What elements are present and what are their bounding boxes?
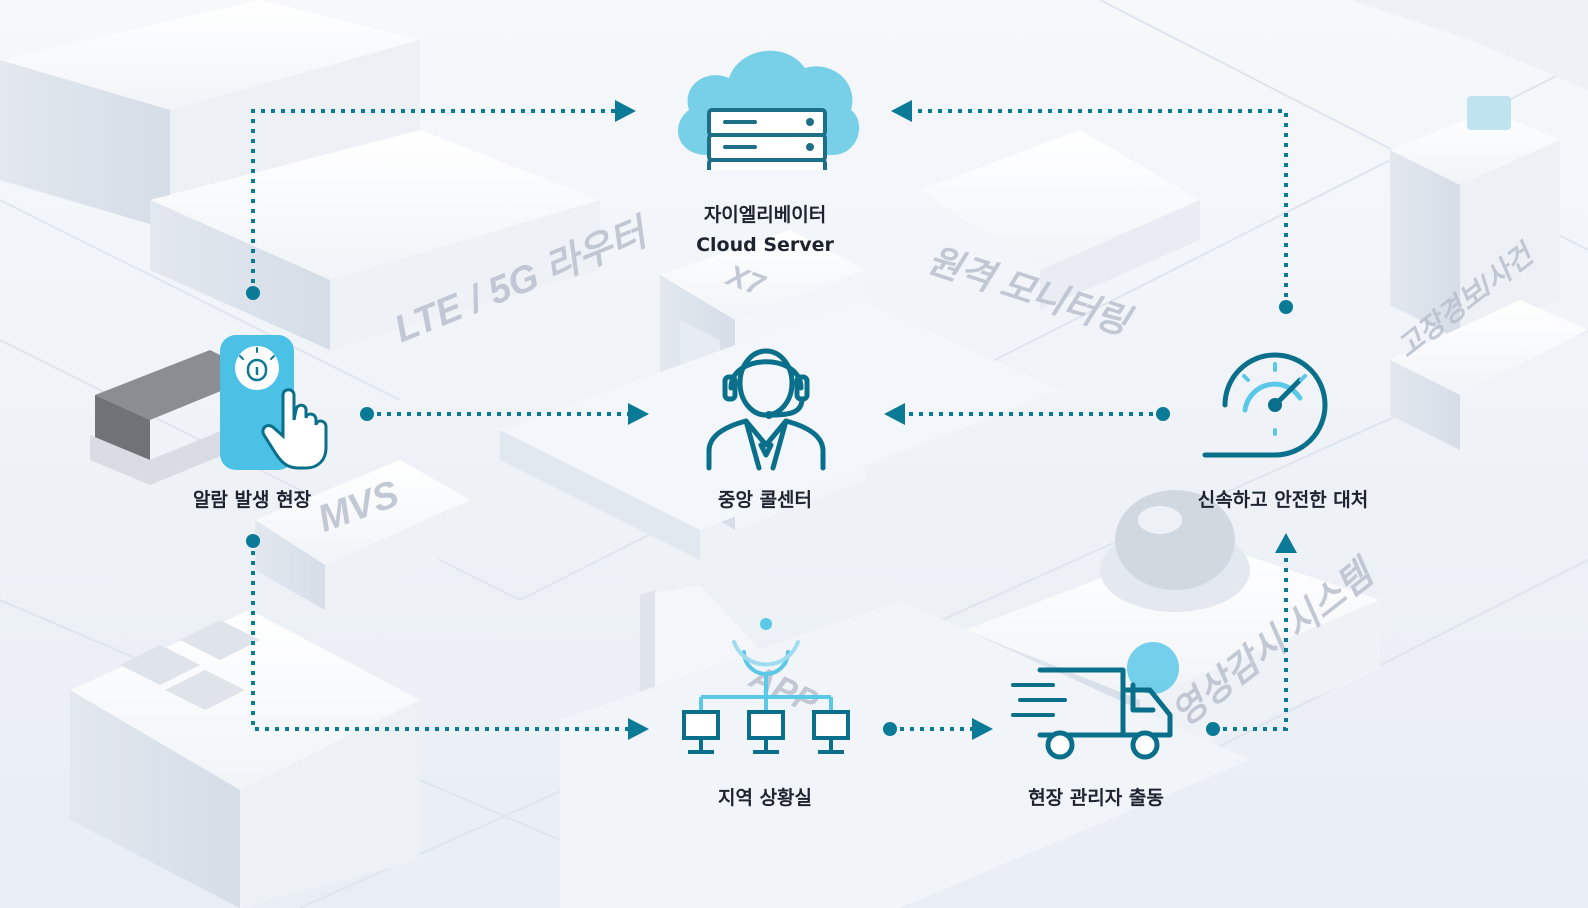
arrow-head-right <box>972 718 993 740</box>
cctv-base <box>965 540 1380 700</box>
regional-room-label: 지역 상황실 <box>717 787 813 809</box>
delivery-truck-icon <box>1011 642 1179 760</box>
elevator-tower <box>660 230 865 320</box>
arrow-head-right <box>615 100 636 122</box>
manager-dispatch-label: 현장 관리자 출동 <box>1028 787 1164 809</box>
alarm-site-label: 알람 발생 현장 <box>192 489 312 511</box>
alarm-touch-icon <box>220 335 328 470</box>
network-app-icon <box>682 618 850 754</box>
arrow-head-right <box>628 718 649 740</box>
call-center-label: 중앙 콜센터 <box>717 489 813 511</box>
building-top-left <box>0 0 420 110</box>
arrow-head-up <box>1275 533 1297 553</box>
cloud-server-label-line1: 자이엘리베이터 <box>703 204 827 226</box>
connector-dot <box>1156 407 1170 421</box>
building-right <box>1390 110 1560 185</box>
cloud-server-label: 자이엘리베이터 Cloud Server <box>696 200 834 260</box>
connector-dot <box>883 722 897 736</box>
connector-dot <box>1279 300 1293 314</box>
connector-dot <box>246 286 260 300</box>
mvs-box <box>255 460 470 565</box>
arrow-head-left <box>891 100 912 122</box>
quick-response-label: 신속하고 안전한 대처 <box>1197 489 1369 511</box>
arrow-head-right <box>628 403 649 425</box>
connector-dot <box>246 534 260 548</box>
headset-operator-icon <box>706 348 826 471</box>
arrow-head-left <box>884 403 905 425</box>
cloud-server-icon <box>677 50 860 170</box>
connector-dot <box>1206 722 1220 736</box>
router-block <box>150 130 600 280</box>
speedometer-icon <box>1202 352 1328 458</box>
cloud-server-label-line2: Cloud Server <box>696 234 834 256</box>
connector-dot <box>360 407 374 421</box>
